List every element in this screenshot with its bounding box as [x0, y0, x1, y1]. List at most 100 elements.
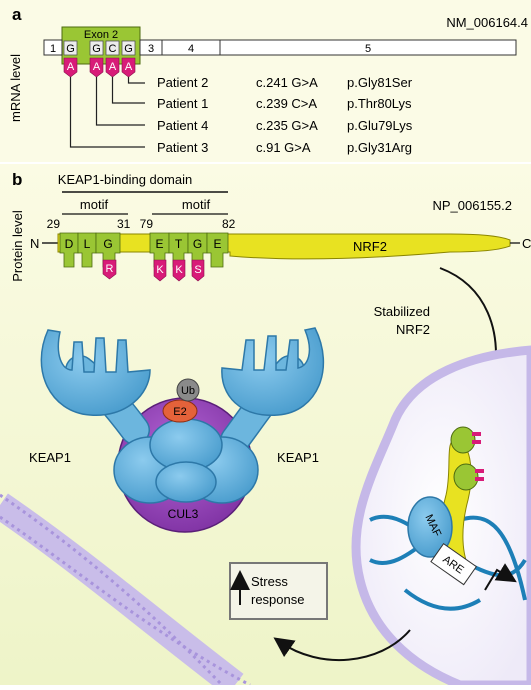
gene-expression-arrow [273, 629, 411, 661]
motif-label: motif [182, 197, 211, 212]
cdna-change: c.241 G>A [256, 75, 318, 90]
residue-letter: L [84, 237, 91, 251]
nrf2-motif-domain [453, 463, 479, 491]
ubiquitin [176, 378, 200, 402]
motif2-start-position: 79 [140, 217, 154, 231]
alt-base-box [63, 57, 78, 78]
membrane-head-groups [0, 493, 224, 687]
mutant-mark [475, 477, 484, 481]
cdna-change: c.239 C>A [256, 96, 317, 111]
nrf2-protein-label: NRF2 [353, 239, 387, 254]
ref-base: G [66, 43, 75, 55]
exon-number: 3 [148, 43, 154, 55]
leader-line [69, 77, 145, 148]
c-terminus-label: C [522, 236, 531, 251]
residue-letter: T [175, 237, 183, 251]
are-box [430, 542, 478, 586]
exon-1-box [43, 39, 63, 56]
keap1-left-kelch-head [40, 329, 151, 416]
exon-number: 1 [50, 43, 56, 55]
protein-axis-label: Protein level [10, 210, 25, 282]
residue-letter: G [193, 237, 202, 251]
mutant-residue-letter: S [194, 264, 201, 276]
panel-a: a NM_006164.4 mRNA level Exon 2 1 3 4 5 … [0, 0, 531, 162]
n-terminus-label: N [30, 236, 39, 251]
exon-number: 5 [365, 43, 371, 55]
protein-change: p.Gly81Ser [347, 75, 413, 90]
stabilized-nrf2-label: Stabilized [374, 304, 430, 319]
reference-bases: G G C G [63, 40, 136, 56]
panel-b: b Protein level NP_006155.2 KEAP1-bindin… [0, 164, 531, 690]
stress-response-label: Stress [251, 574, 288, 589]
keap1-left-label: KEAP1 [29, 450, 71, 465]
alt-base: A [109, 61, 117, 73]
alternate-bases: A A A A [63, 57, 136, 78]
e2-enzyme [162, 399, 198, 423]
mutant-residue-letter: K [175, 264, 183, 276]
protein-change: p.Gly31Arg [347, 140, 412, 155]
mutant-residue-letter: K [156, 264, 164, 276]
stabilized-nrf2-label: NRF2 [396, 322, 430, 337]
panel-a-label: a [12, 5, 22, 24]
leader-line [111, 77, 145, 104]
protein-change: p.Thr80Lys [347, 96, 412, 111]
keap1-right-kelch-head [221, 327, 325, 416]
keap1-cul3-complex: CUL3 E2 Ub KEAP1 KEAP1 [29, 327, 325, 533]
residue-letter: D [65, 237, 74, 251]
maf-protein [407, 496, 453, 558]
variant-table: Patient 2 c.241 G>A p.Gly81Ser Patient 1… [157, 75, 413, 155]
motif-label: motif [80, 197, 109, 212]
residue-letter: E [213, 237, 221, 251]
patient-label: Patient 3 [157, 140, 208, 155]
patient-label: Patient 2 [157, 75, 208, 90]
mutant-mark [472, 440, 481, 444]
patient-label: Patient 1 [157, 96, 208, 111]
motif1-end-position: 31 [117, 217, 131, 231]
exon-number: 4 [188, 43, 194, 55]
cul3-label: CUL3 [168, 507, 199, 521]
keap1-right-label: KEAP1 [277, 450, 319, 465]
motif1-start-position: 29 [47, 217, 61, 231]
mrna-axis-label: mRNA level [8, 54, 23, 122]
ref-base-box [105, 40, 120, 56]
residue-letter: G [103, 237, 112, 251]
leader-line [95, 77, 145, 126]
ref-base: G [92, 43, 101, 55]
are-element: ARE [430, 542, 478, 586]
nrf2-motif-domain [450, 426, 476, 454]
e2-label: E2 [173, 406, 186, 418]
residue-letter: E [155, 237, 163, 251]
ubiquitin-label: Ub [181, 385, 195, 397]
cell-membrane [0, 493, 251, 690]
protein-change: p.Glu79Lys [347, 118, 413, 133]
variant-leader-lines [69, 77, 145, 148]
patient-label: Patient 4 [157, 118, 208, 133]
motif2-residues: E T G E K K S [149, 232, 229, 282]
mutant-residue-tag [102, 259, 117, 280]
alt-base: A [93, 61, 101, 73]
transcription-start-arrow [484, 563, 517, 591]
ref-base-box [63, 40, 78, 56]
transcript-bar: 1 3 4 5 [43, 39, 517, 56]
mutant-mark [472, 432, 481, 436]
dna-strand [403, 588, 482, 611]
keap1-dimer-core [155, 461, 217, 503]
keap1-binding-domain-label: KEAP1-binding domain [58, 172, 192, 187]
cdna-change: c.235 G>A [256, 118, 318, 133]
alt-base-box [89, 57, 104, 78]
exon2-label: Exon 2 [84, 29, 118, 41]
ref-base-box [89, 40, 104, 56]
alt-base-box [121, 57, 136, 78]
stress-response-frame [229, 562, 328, 620]
mutant-residue-tag [172, 259, 186, 282]
alt-base-box [105, 57, 120, 78]
mutant-residue-tag [153, 259, 167, 282]
mutant-residue-tag [191, 259, 205, 282]
mutant-residue-letter: R [106, 263, 114, 275]
mutant-mark [475, 469, 484, 473]
nrf2-mutant-residues [472, 432, 484, 481]
alt-base: A [125, 61, 133, 73]
mrna-accession: NM_006164.4 [446, 15, 528, 30]
